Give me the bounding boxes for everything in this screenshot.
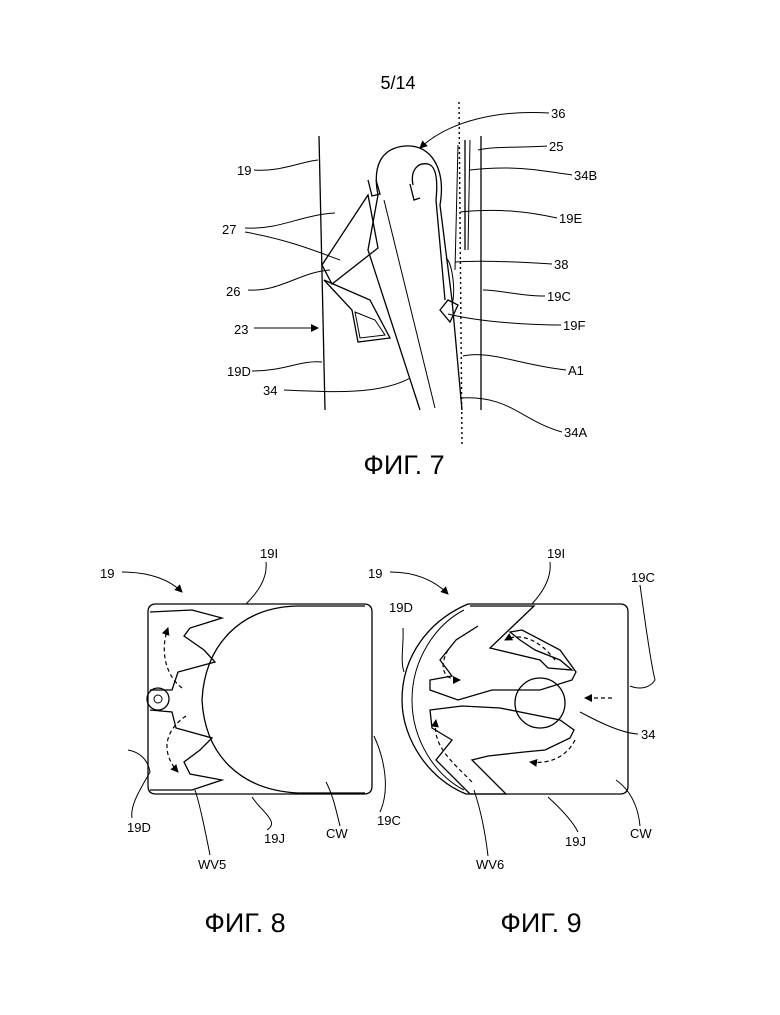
leader-fig9-19c xyxy=(630,585,655,688)
leader-fig8-19 xyxy=(122,572,182,592)
label-fig8-19d: 19D xyxy=(127,820,151,835)
label-23: 23 xyxy=(234,322,248,337)
label-36: 36 xyxy=(551,106,565,121)
label-25: 25 xyxy=(549,139,563,154)
blade-front xyxy=(368,195,420,410)
leader-19e xyxy=(460,210,557,218)
label-fig8-19c: 19C xyxy=(377,813,401,828)
leader-19c xyxy=(483,290,545,296)
leader-27b xyxy=(245,232,340,260)
label-26: 26 xyxy=(226,284,240,299)
label-38: 38 xyxy=(554,257,568,272)
label-fig9-19d: 19D xyxy=(389,600,413,615)
tab-34b xyxy=(410,184,420,200)
label-19e: 19E xyxy=(559,211,582,226)
leader-34b xyxy=(470,168,572,175)
label-19f: 19F xyxy=(563,318,585,333)
pivot-circle-inner xyxy=(154,695,162,703)
page-number: 5/14 xyxy=(380,73,415,93)
leader-fig9-34 xyxy=(580,712,638,734)
figure-8: 19 19I 19D WV5 19J CW 19C ФИГ. 8 xyxy=(100,546,401,938)
leader-fig8-19i xyxy=(246,562,266,604)
leader-a1 xyxy=(463,355,566,370)
cw-dome xyxy=(202,606,365,793)
upper-finger xyxy=(150,610,222,690)
label-fig9-wv6: WV6 xyxy=(476,857,504,872)
right-strip xyxy=(455,145,458,270)
flow-arrow-lower xyxy=(167,716,186,772)
leader-19 xyxy=(254,160,318,170)
label-fig9-19: 19 xyxy=(368,566,382,581)
caption-fig8: ФИГ. 8 xyxy=(204,908,285,938)
leader-36 xyxy=(420,112,549,148)
label-34b: 34B xyxy=(574,168,597,183)
label-fig9-19i: 19I xyxy=(547,546,565,561)
wedge-26-inner xyxy=(355,312,385,338)
label-fig8-cw: CW xyxy=(326,826,348,841)
left-wall xyxy=(319,136,325,410)
label-19c: 19C xyxy=(547,289,571,304)
figure-9: 19 19I 19C 19D 34 WV6 19J CW ФИГ. 9 xyxy=(368,546,655,938)
leader-34 xyxy=(284,378,410,392)
right-strip-2 xyxy=(468,140,470,250)
label-fig9-19j: 19J xyxy=(565,834,586,849)
flow-arrow-9-upper xyxy=(505,637,555,660)
lower-finger-9 xyxy=(430,706,574,794)
leader-fig9-wv6 xyxy=(474,790,488,856)
label-fig9-19c: 19C xyxy=(631,570,655,585)
leader-fig9-19 xyxy=(390,572,448,594)
leader-fig8-cw xyxy=(326,782,340,826)
label-fig8-19: 19 xyxy=(100,566,114,581)
label-19d: 19D xyxy=(227,364,251,379)
label-19: 19 xyxy=(237,163,251,178)
caption-fig7: ФИГ. 7 xyxy=(363,450,444,480)
leader-fig9-19d xyxy=(402,628,404,672)
label-27: 27 xyxy=(222,222,236,237)
label-fig8-19i: 19I xyxy=(260,546,278,561)
blade-inner xyxy=(412,164,445,300)
leader-25 xyxy=(478,146,547,150)
label-fig9-cw: CW xyxy=(630,826,652,841)
label-fig9-34: 34 xyxy=(641,727,655,742)
leader-19f xyxy=(448,314,561,325)
figure-7: 36 25 19 34B 19E 27 38 26 19C 19F 23 19D… xyxy=(222,102,597,480)
flow-arrow-upper xyxy=(164,628,182,688)
label-a1: A1 xyxy=(568,363,584,378)
leader-fig9-19i xyxy=(532,562,550,604)
upper-finger-9 xyxy=(430,606,576,700)
leader-fig8-19j xyxy=(252,797,272,830)
label-34a: 34A xyxy=(564,425,587,440)
leader-26 xyxy=(248,270,330,290)
leader-fig8-19c xyxy=(374,736,385,812)
leader-34a xyxy=(460,398,562,432)
leader-fig9-19j xyxy=(548,797,578,832)
leader-fig8-19d xyxy=(128,750,150,818)
blade-outer xyxy=(376,146,462,410)
ball-34 xyxy=(515,678,565,728)
label-fig8-wv5: WV5 xyxy=(198,857,226,872)
housing-outline xyxy=(148,604,372,794)
pivot-circle xyxy=(147,688,169,710)
lower-finger xyxy=(150,710,222,790)
label-fig8-19j: 19J xyxy=(264,831,285,846)
leader-fig8-wv5 xyxy=(195,790,210,855)
clip-19f xyxy=(440,300,458,322)
leader-19d xyxy=(252,362,322,371)
caption-fig9: ФИГ. 9 xyxy=(500,908,581,938)
leader-38 xyxy=(455,261,552,264)
label-34: 34 xyxy=(263,383,277,398)
